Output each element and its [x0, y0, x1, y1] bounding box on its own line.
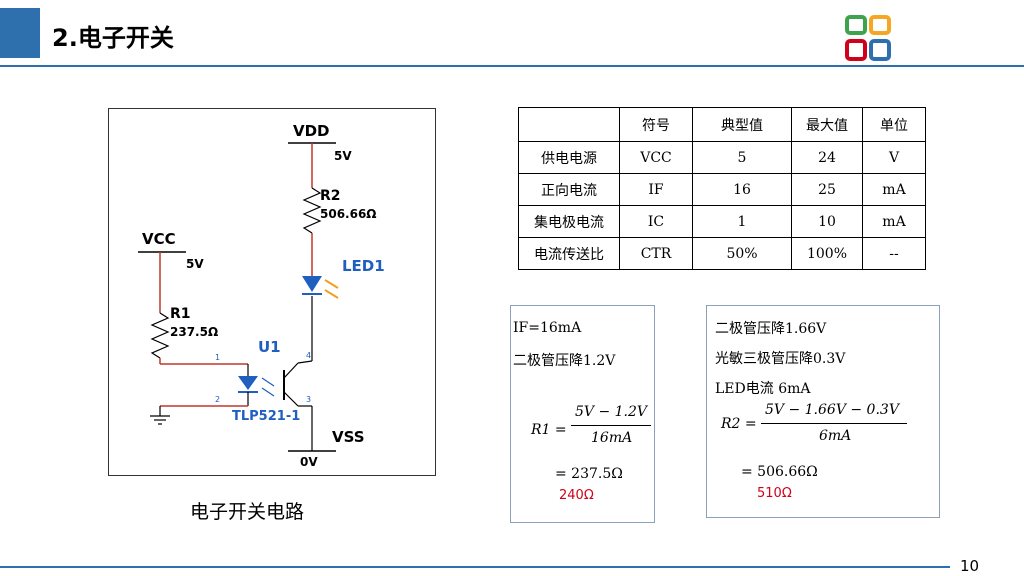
r1-fraction-bar	[571, 425, 651, 426]
diode-drop-line: 二极管压降1.2V	[513, 353, 616, 369]
r2-label: R2	[320, 188, 341, 204]
table-cell: 24	[791, 141, 863, 174]
four-color-grid-logo	[845, 15, 891, 61]
table-cell: mA	[862, 173, 926, 206]
opto-label: TLP521-1	[232, 409, 300, 424]
circuit-diagram: VDD 5V R2 506.66Ω LED1 VCC 5V R1 237.5Ω …	[138, 122, 385, 469]
table-row: 电流传送比 CTR 50% 100% --	[518, 237, 926, 270]
r1-formula-denominator: 16mA	[591, 430, 633, 446]
table-cell: 10	[791, 205, 863, 238]
r1-value: 237.5Ω	[170, 325, 218, 339]
circuit-caption: 电子开关电路	[190, 501, 305, 523]
r2-fraction-bar	[761, 423, 907, 424]
table-header-cell: 最大值	[791, 107, 863, 142]
table-cell: 16	[692, 173, 792, 206]
r1-calculation-box: IF=16mA 二极管压降1.2V R1 = 5V − 1.2V 16mA = …	[510, 305, 655, 523]
table-header-cell: 单位	[862, 107, 926, 142]
spec-table: 符号 典型值 最大值 单位 供电电源 VCC 5 24 V 正向电流 IF 16…	[518, 107, 926, 270]
led-current-line: LED电流 6mA	[715, 381, 811, 397]
table-cell: VCC	[619, 141, 693, 174]
vcc-value: 5V	[186, 257, 204, 271]
vdd-label: VDD	[293, 122, 330, 140]
table-row: 集电极电流 IC 1 10 mA	[518, 205, 926, 238]
table-cell: 集电极电流	[518, 205, 620, 238]
pin1-label: 1	[215, 353, 220, 362]
footer-divider	[0, 566, 950, 568]
r2-chosen-value: 510Ω	[757, 486, 792, 501]
table-row: 正向电流 IF 16 25 mA	[518, 173, 926, 206]
phototransistor-drop-line: 光敏三极管压降0.3V	[715, 351, 846, 367]
table-cell: --	[862, 237, 926, 270]
table-cell: 1	[692, 205, 792, 238]
table-cell: V	[862, 141, 926, 174]
vss-label: VSS	[332, 428, 365, 446]
table-cell: CTR	[619, 237, 693, 270]
r1-result: = 237.5Ω	[555, 466, 623, 482]
if-current-line: IF=16mA	[513, 320, 582, 336]
table-cell: mA	[862, 205, 926, 238]
title-accent-bar	[0, 8, 40, 58]
table-cell: 电流传送比	[518, 237, 620, 270]
table-header-cell	[518, 107, 620, 142]
table-cell: 5	[692, 141, 792, 174]
vdd-value: 5V	[334, 149, 352, 163]
table-header-cell: 典型值	[692, 107, 792, 142]
table-cell: IC	[619, 205, 693, 238]
table-header-row: 符号 典型值 最大值 单位	[518, 107, 926, 142]
page-number: 10	[960, 557, 980, 575]
r1-formula-numerator: 5V − 1.2V	[575, 404, 648, 420]
table-cell: 25	[791, 173, 863, 206]
pin2-label: 2	[215, 395, 220, 404]
title-divider	[0, 65, 1024, 67]
circuit-frame	[108, 108, 436, 476]
r2-formula-denominator: 6mA	[819, 428, 852, 444]
table-cell: 正向电流	[518, 173, 620, 206]
r2-result: = 506.66Ω	[741, 464, 818, 480]
table-header-cell: 符号	[619, 107, 693, 142]
r1-formula-lhs: R1 =	[531, 422, 567, 438]
diode-drop-line: 二极管压降1.66V	[715, 321, 827, 337]
table-cell: IF	[619, 173, 693, 206]
table-cell: 供电电源	[518, 141, 620, 174]
vcc-label: VCC	[142, 230, 176, 248]
vss-value: 0V	[300, 455, 318, 469]
r2-calculation-box: 二极管压降1.66V 光敏三极管压降0.3V LED电流 6mA R2 = 5V…	[706, 305, 940, 518]
table-cell: 100%	[791, 237, 863, 270]
pin4-label: 4	[306, 351, 311, 360]
table-cell: 50%	[692, 237, 792, 270]
table-row: 供电电源 VCC 5 24 V	[518, 141, 926, 174]
r2-formula-lhs: R2 =	[721, 416, 757, 432]
r1-chosen-value: 240Ω	[559, 488, 594, 503]
page-title: 2.电子开关	[52, 24, 174, 52]
r1-label: R1	[170, 306, 191, 322]
u1-label: U1	[258, 338, 281, 356]
r2-formula-numerator: 5V − 1.66V − 0.3V	[765, 402, 899, 418]
r2-value: 506.66Ω	[320, 207, 377, 221]
pin3-label: 3	[306, 395, 311, 404]
led1-label: LED1	[342, 257, 385, 275]
